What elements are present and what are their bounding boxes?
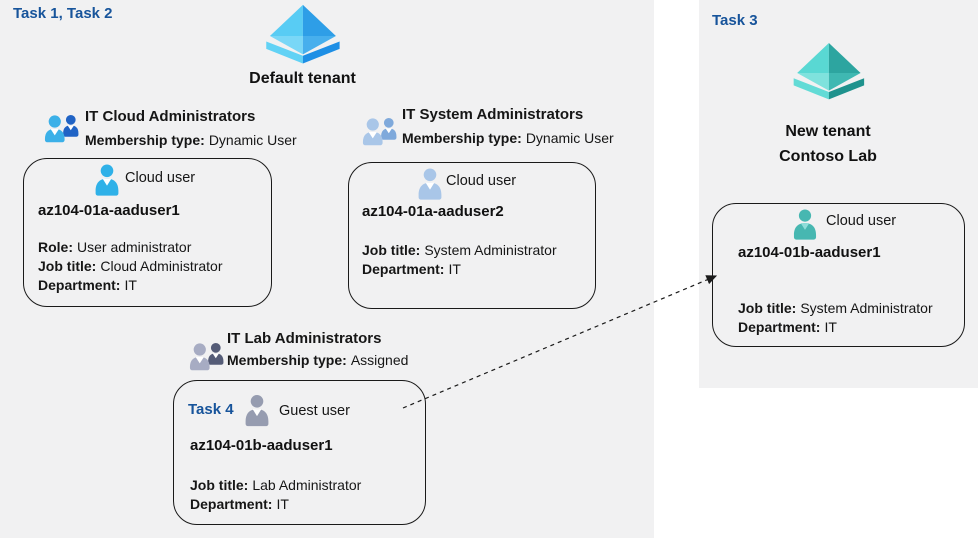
user-name: az104-01b-aaduser1 [738,244,881,261]
row-value: IT [276,496,289,512]
row-label: Job title: [362,242,421,258]
row-label: Department: [190,496,273,512]
group-name: IT Lab Administrators [227,330,382,347]
membership-label: Membership type: [402,130,522,146]
group-membership: Membership type:Dynamic User [402,130,614,146]
cloud-user-icon [792,209,818,240]
people-icon [189,342,224,371]
people-icon [362,117,397,146]
person-icon [793,209,817,240]
row-label: Role: [38,239,73,255]
membership-value: Dynamic User [208,132,297,148]
guest-user-icon [244,394,270,427]
people-icon [44,114,79,143]
azure-ad-tenant-icon [261,3,343,69]
person-icon [418,168,442,200]
row-label: Job title: [738,300,797,316]
row-label: Department: [38,277,121,293]
user-card-aaduser1a: Cloud user az104-01a-aaduser1 Role:User … [23,158,272,307]
person-icon [245,395,269,427]
user-type-label: Cloud user [826,213,897,229]
row-value: IT [448,261,461,277]
default-tenant-title: Default tenant [249,70,356,87]
group-name: IT System Administrators [402,106,584,123]
user-name: az104-01b-aaduser1 [190,437,333,454]
user-type-label: Cloud user [446,173,517,189]
person-icon [95,164,119,196]
row-value: Lab Administrator [252,477,362,493]
group-icon-lab-admins [187,340,227,371]
user-card-aaduser1b: Cloud user az104-01b-aaduser1 Job title:… [712,203,965,347]
row-value: IT [824,319,837,335]
azure-ad-tenant-icon-svg [793,43,865,100]
group-icon-system-admins [360,115,400,146]
task12-label: Task 1, Task 2 [13,5,113,22]
membership-value: Dynamic User [525,130,614,146]
user-type-label: Guest user [279,403,350,419]
new-tenant-title-line2: Contoso Lab [779,148,877,165]
task3-label: Task 3 [712,12,758,29]
azure-ad-tenant-icon-svg [266,4,340,64]
row-label: Job title: [190,477,249,493]
membership-value: Assigned [350,352,409,368]
task4-label: Task 4 [188,401,234,418]
default-tenant-panel [0,0,654,538]
row-value: IT [124,277,137,293]
row-label: Department: [738,319,821,335]
new-tenant-title-line1: New tenant [785,123,871,140]
user-card-aaduser2a: Cloud user az104-01a-aaduser2 Job title:… [348,162,596,309]
cloud-user-icon [417,168,443,200]
group-name: IT Cloud Administrators [85,108,256,125]
group-membership: Membership type:Dynamic User [85,132,297,148]
row-value: Cloud Administrator [100,258,223,274]
row-label: Job title: [38,258,97,274]
user-details: Job title:Lab Administrator Department:I… [190,476,361,514]
group-icon-cloud-admins [42,112,82,143]
user-card-guest: Task 4 Guest user az104-01b-aaduser1 Job… [173,380,426,525]
group-membership: Membership type:Assigned [227,352,408,368]
azure-ad-new-tenant-icon [791,41,865,105]
cloud-user-icon [94,164,120,196]
membership-label: Membership type: [85,132,205,148]
user-details: Job title:System Administrator Departmen… [362,241,557,279]
row-value: System Administrator [800,300,933,316]
user-type-label: Cloud user [125,170,196,186]
membership-label: Membership type: [227,352,347,368]
user-details: Role:User administrator Job title:Cloud … [38,238,223,295]
user-name: az104-01a-aaduser1 [38,202,180,219]
row-label: Department: [362,261,445,277]
user-name: az104-01a-aaduser2 [362,203,504,220]
user-details: Job title:System Administrator Departmen… [738,299,933,337]
row-value: System Administrator [424,242,557,258]
row-value: User administrator [77,239,192,255]
